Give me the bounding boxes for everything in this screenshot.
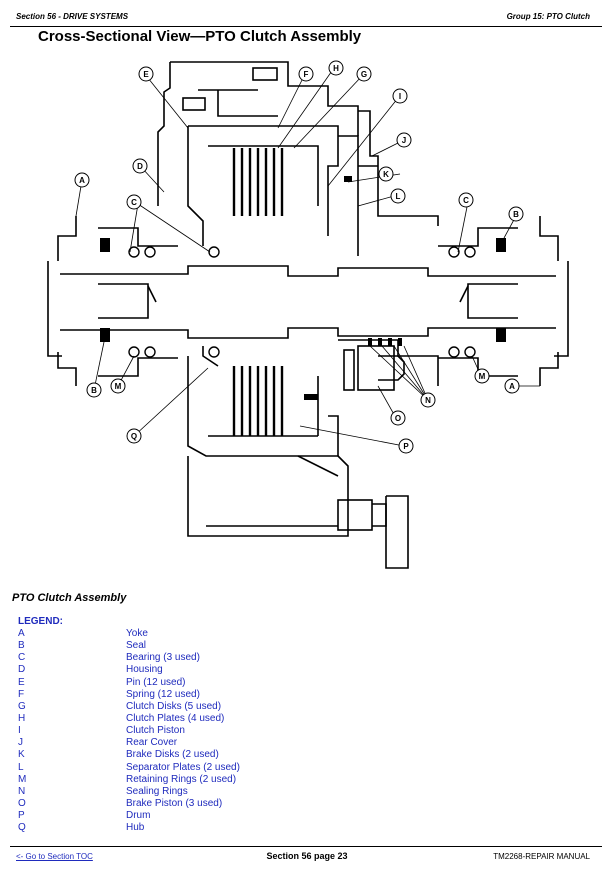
callout-b-right: B — [513, 210, 519, 219]
legend-label: Housing — [126, 664, 163, 676]
legend-label: Spring (12 used) — [126, 688, 200, 700]
page-header: Section 56 - DRIVE SYSTEMS Group 15: PTO… — [0, 0, 614, 28]
callout-h: H — [333, 64, 339, 73]
legend-title: LEGEND: — [18, 616, 63, 627]
callout-b-left: B — [91, 386, 97, 395]
legend-item: O Brake Piston (3 used) — [18, 798, 338, 810]
legend-key: K — [18, 749, 25, 761]
page-number: Section 56 page 23 — [266, 851, 348, 861]
legend-key: L — [18, 761, 24, 773]
cross-section-diagram: E F H G I D J K A L C C B B M M A N Q O … — [38, 56, 578, 576]
legend-item: D Housing — [18, 664, 338, 676]
legend-item: J Rear Cover — [18, 737, 338, 749]
callout-l: L — [396, 192, 401, 201]
header-divider — [10, 26, 602, 27]
legend-label: Rear Cover — [126, 737, 178, 749]
legend-key: J — [18, 737, 23, 749]
legend-item: I Clutch Piston — [18, 725, 338, 737]
group-label: Group 15: PTO Clutch — [506, 12, 590, 21]
legend-key: O — [18, 797, 26, 809]
legend-label: Clutch Piston — [126, 725, 185, 737]
legend-item: B Seal — [18, 640, 338, 652]
footer-divider — [10, 846, 602, 847]
legend-label: Brake Disks (2 used) — [126, 749, 219, 761]
legend-label: Clutch Plates (4 used) — [126, 712, 225, 724]
legend-item: L Separator Plates (2 used) — [18, 762, 338, 774]
callout-j: J — [402, 136, 406, 145]
callout-a-left: A — [79, 176, 85, 185]
section-label: Section 56 - DRIVE SYSTEMS — [16, 12, 129, 21]
callout-n: N — [425, 396, 431, 405]
callout-k: K — [383, 170, 389, 179]
legend-label: Retaining Rings (2 used) — [126, 773, 237, 785]
legend-key: B — [18, 640, 25, 652]
legend-key: A — [18, 628, 25, 639]
section-toc-link[interactable]: <- Go to Section TOC — [16, 852, 93, 861]
legend-item: G Clutch Disks (5 used) — [18, 701, 338, 713]
manual-id: TM2268-REPAIR MANUAL — [493, 852, 590, 861]
legend-item: K Brake Disks (2 used) — [18, 749, 338, 761]
callout-a-right: A — [509, 382, 515, 391]
callout-o: O — [395, 414, 401, 423]
legend-label: Bearing (3 used) — [126, 652, 200, 664]
legend-label: Separator Plates (2 used) — [126, 761, 240, 773]
legend-key: M — [18, 773, 27, 785]
legend-item: P Drum — [18, 810, 338, 822]
legend-key: N — [18, 785, 26, 797]
legend-label: Drum — [126, 810, 151, 822]
legend-label: Hub — [126, 822, 145, 834]
legend-item: C Bearing (3 used) — [18, 652, 338, 664]
legend-key: Q — [18, 822, 26, 834]
legend-label: Clutch Disks (5 used) — [126, 700, 222, 712]
legend-item: Q Hub — [18, 822, 338, 834]
callout-e: E — [143, 70, 149, 79]
legend-item: A Yoke — [18, 628, 338, 640]
legend-key: P — [18, 810, 25, 822]
legend-key: D — [18, 664, 26, 676]
callout-g: G — [361, 70, 367, 79]
legend-key: E — [18, 676, 25, 688]
legend-key: C — [18, 652, 26, 664]
legend-key: I — [18, 725, 21, 737]
callout-m-left: M — [115, 382, 122, 391]
figure-caption: PTO Clutch Assembly — [12, 592, 127, 604]
clutch-drawing: E F H G I D J K A L C C B B M M A N Q O … — [47, 60, 569, 569]
legend-label: Seal — [126, 640, 147, 652]
callout-c-left: C — [131, 198, 137, 207]
callout-c-right: C — [463, 196, 469, 205]
legend-item: F Spring (12 used) — [18, 689, 338, 701]
legend-label: Pin (12 used) — [126, 676, 186, 688]
callout-d: D — [137, 162, 143, 171]
legend-label: Brake Piston (3 used) — [126, 797, 223, 809]
page-title: Cross-Sectional View—PTO Clutch Assembly — [38, 28, 362, 45]
legend-key: H — [18, 712, 26, 724]
callout-p: P — [403, 442, 409, 451]
legend-label: Sealing Rings — [126, 785, 188, 797]
callout-i: I — [399, 92, 401, 101]
legend-label: Yoke — [126, 628, 148, 639]
legend-key: G — [18, 700, 26, 712]
callout-m-right: M — [479, 372, 486, 381]
callout-f: F — [304, 70, 309, 79]
legend-item: M Retaining Rings (2 used) — [18, 774, 338, 786]
legend-item: N Sealing Rings — [18, 786, 338, 798]
legend-item: H Clutch Plates (4 used) — [18, 713, 338, 725]
legend-item: E Pin (12 used) — [18, 677, 338, 689]
legend-key: F — [18, 688, 25, 700]
callout-q: Q — [131, 432, 137, 441]
